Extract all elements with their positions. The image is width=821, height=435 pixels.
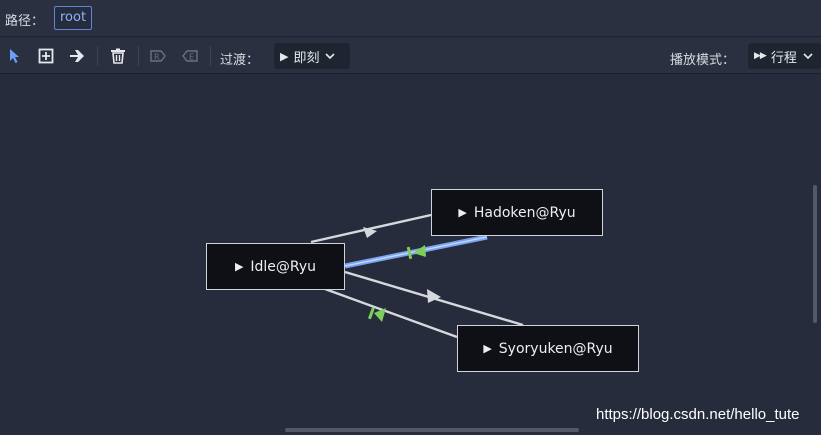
path-label: 路径： xyxy=(5,14,45,29)
state-machine-canvas[interactable]: ▶ Idle@Ryu ▶ Hadoken@Ryu ▶ Syoryuken@Ryu xyxy=(0,75,821,435)
play-icon[interactable]: ▶ xyxy=(483,342,492,355)
toolbar-separator xyxy=(210,46,211,66)
transition-syoryuken-to-idle[interactable] xyxy=(324,287,458,339)
trash-icon xyxy=(111,48,125,64)
auto-transition-arrow-icon xyxy=(374,308,386,322)
vertical-scrollbar[interactable] xyxy=(813,185,817,323)
toolbar: R E 过渡： ▶ 即刻 播放模式： ▶▶ 行程 xyxy=(0,38,821,74)
chevron-down-icon xyxy=(803,53,813,60)
play-mode-label: 播放模式： xyxy=(670,53,736,68)
state-node-syoryuken[interactable]: ▶ Syoryuken@Ryu xyxy=(457,325,639,372)
toolbar-separator xyxy=(138,46,139,66)
set-start-tool-button[interactable]: R xyxy=(148,46,168,66)
play-mode-dropdown[interactable]: ▶▶ 行程 xyxy=(748,43,821,69)
transition-value: 即刻 xyxy=(293,50,320,66)
arrow-pointer-icon xyxy=(10,49,19,63)
play-icon[interactable]: ▶ xyxy=(234,260,244,273)
delete-tool-button[interactable] xyxy=(108,46,128,66)
path-root-button[interactable]: root xyxy=(54,6,93,30)
double-play-icon: ▶▶ xyxy=(754,51,767,61)
state-node-idle[interactable]: ▶ Idle@Ryu xyxy=(206,243,345,290)
auto-transition-bar-icon xyxy=(406,246,413,260)
connect-tool-button[interactable] xyxy=(67,46,87,66)
horizontal-scrollbar[interactable] xyxy=(285,428,579,432)
svg-text:R: R xyxy=(154,53,160,62)
state-node-label: Syoryuken@Ryu xyxy=(498,340,613,357)
connect-arrow-icon xyxy=(70,50,84,62)
auto-transition-bar-icon xyxy=(368,307,375,320)
transition-label: 过渡： xyxy=(220,53,260,68)
end-tag-icon: E xyxy=(182,50,198,62)
transition-arrow-icon xyxy=(363,227,377,238)
select-tool-button[interactable] xyxy=(5,46,25,66)
start-tag-icon: R xyxy=(150,50,166,62)
set-end-tool-button[interactable]: E xyxy=(180,46,200,66)
toolbar-separator xyxy=(97,46,98,66)
transition-idle-to-hadoken[interactable] xyxy=(310,213,432,244)
play-icon[interactable]: ▶ xyxy=(458,206,467,219)
chevron-down-icon xyxy=(325,53,336,60)
play-mode-value: 行程 xyxy=(770,50,797,66)
path-bar: 路径： root xyxy=(0,0,821,37)
state-node-hadoken[interactable]: ▶ Hadoken@Ryu xyxy=(431,189,603,236)
svg-text:E: E xyxy=(189,53,194,62)
plus-box-icon xyxy=(38,48,54,64)
state-node-label: Idle@Ryu xyxy=(250,258,317,275)
transition-arrow-icon xyxy=(427,289,441,303)
add-node-tool-button[interactable] xyxy=(36,46,56,66)
state-node-label: Hadoken@Ryu xyxy=(473,204,576,221)
watermark-text: https://blog.csdn.net/hello_tute xyxy=(596,406,800,423)
play-icon: ▶ xyxy=(280,49,289,63)
auto-transition-arrow-icon xyxy=(413,245,426,257)
transition-dropdown[interactable]: ▶ 即刻 xyxy=(274,43,350,69)
